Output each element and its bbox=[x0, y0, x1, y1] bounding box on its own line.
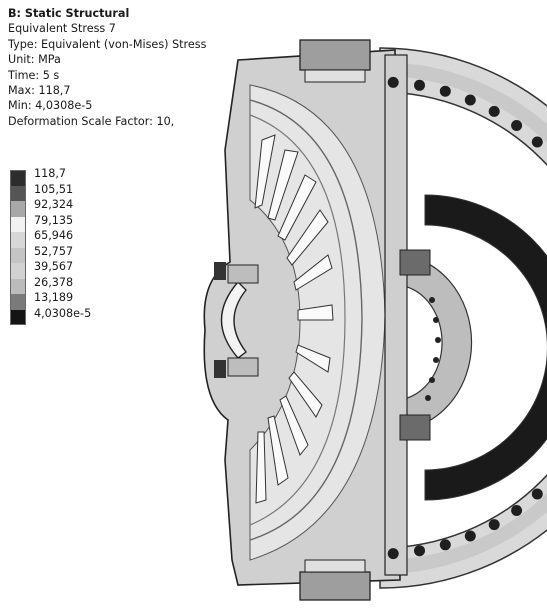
legend-label: 92,324 bbox=[34, 198, 74, 211]
top-clamp bbox=[299, 39, 371, 71]
result-unit: Unit: MPa bbox=[8, 53, 61, 67]
flange-bolt bbox=[531, 488, 543, 500]
legend-label: 65,946 bbox=[34, 229, 74, 242]
flange-bolt bbox=[464, 530, 476, 542]
legend-label: 13,189 bbox=[34, 291, 74, 304]
legend-label: 4,0308e-5 bbox=[34, 306, 92, 320]
left-lug-top bbox=[214, 262, 226, 280]
flange-bolt bbox=[511, 120, 523, 131]
disc-ring bbox=[249, 99, 363, 541]
result-type: Type: Equivalent (von-Mises) Stress bbox=[8, 37, 207, 51]
legend-row: 92,324 bbox=[10, 198, 91, 217]
outer-flange bbox=[379, 47, 547, 589]
legend-label: 105,51 bbox=[34, 182, 74, 196]
result-min: Min: 4,0308e-5 bbox=[8, 99, 93, 113]
legend-swatch bbox=[10, 185, 26, 201]
legend-label: 79,135 bbox=[34, 213, 74, 227]
legend-row: 13,189 bbox=[10, 291, 91, 310]
legend-swatch bbox=[10, 263, 26, 279]
hub-block-top bbox=[399, 249, 431, 276]
deformation-scale: Deformation Scale Factor: 10, bbox=[8, 114, 175, 128]
legend-row: 118,7 bbox=[10, 167, 91, 186]
flange-bolt bbox=[464, 94, 476, 106]
legend-label: 26,378 bbox=[34, 275, 74, 289]
flange-bolts bbox=[387, 76, 543, 560]
result-max: Max: 118,7 bbox=[8, 84, 71, 98]
flange-bolt bbox=[387, 76, 399, 88]
legend-label: 39,567 bbox=[34, 260, 74, 273]
flange-bolt bbox=[488, 519, 500, 531]
bottom-clamp-plate bbox=[304, 559, 366, 573]
legend-swatch bbox=[10, 201, 26, 217]
disc-ring bbox=[249, 114, 346, 526]
hub-bolt-holes bbox=[425, 297, 441, 401]
legend-label: 118,7 bbox=[34, 167, 67, 180]
top-clamp-plate bbox=[304, 69, 366, 83]
result-time: Time: 5 s bbox=[8, 68, 60, 82]
legend-row: 52,757 bbox=[10, 244, 91, 263]
contour-legend[interactable]: 118,7 105,51 92,324 79,135 65,946 52,757… bbox=[10, 167, 92, 325]
flange-bolt bbox=[511, 505, 523, 516]
radial-spokes bbox=[254, 134, 334, 504]
central-bore bbox=[220, 280, 247, 359]
result-name: Equivalent Stress 7 bbox=[8, 22, 116, 36]
flange-shading bbox=[380, 62, 547, 574]
legend-row: 39,567 bbox=[10, 260, 91, 279]
legend-swatch bbox=[10, 278, 26, 294]
flange-bolt bbox=[387, 548, 399, 560]
result-info-panel: B: Static Structural Equivalent Stress 7… bbox=[8, 6, 206, 129]
legend-swatch bbox=[10, 232, 26, 248]
left-lug-bottom bbox=[214, 360, 226, 378]
legend-row: 105,51 bbox=[10, 182, 91, 201]
high-stress-band bbox=[424, 194, 547, 501]
bore-lip-top bbox=[227, 264, 259, 284]
flange-bolt bbox=[439, 85, 451, 97]
legend-row: 79,135 bbox=[10, 213, 91, 232]
flange-bolt bbox=[439, 539, 451, 551]
legend-label: 52,757 bbox=[34, 244, 74, 258]
legend-swatch bbox=[10, 170, 26, 186]
disc-face bbox=[249, 84, 386, 561]
shaft-section bbox=[384, 54, 408, 576]
flange-bolt bbox=[414, 545, 425, 557]
flange-bolt bbox=[531, 136, 543, 148]
flange-bolt bbox=[488, 105, 500, 117]
legend-row: 4,0308e-5 bbox=[10, 306, 92, 325]
legend-row: 65,946 bbox=[10, 229, 91, 248]
legend-swatch bbox=[10, 294, 26, 310]
legend-swatch bbox=[10, 216, 26, 232]
analysis-title: B: Static Structural bbox=[8, 7, 130, 20]
legend-swatch bbox=[10, 309, 26, 325]
hub-block-bottom bbox=[399, 414, 431, 441]
legend-swatch bbox=[10, 247, 26, 263]
bottom-clamp bbox=[299, 571, 371, 601]
bore-lip-bottom bbox=[227, 357, 259, 377]
flange-bolt bbox=[414, 79, 425, 91]
legend-row: 26,378 bbox=[10, 275, 91, 294]
